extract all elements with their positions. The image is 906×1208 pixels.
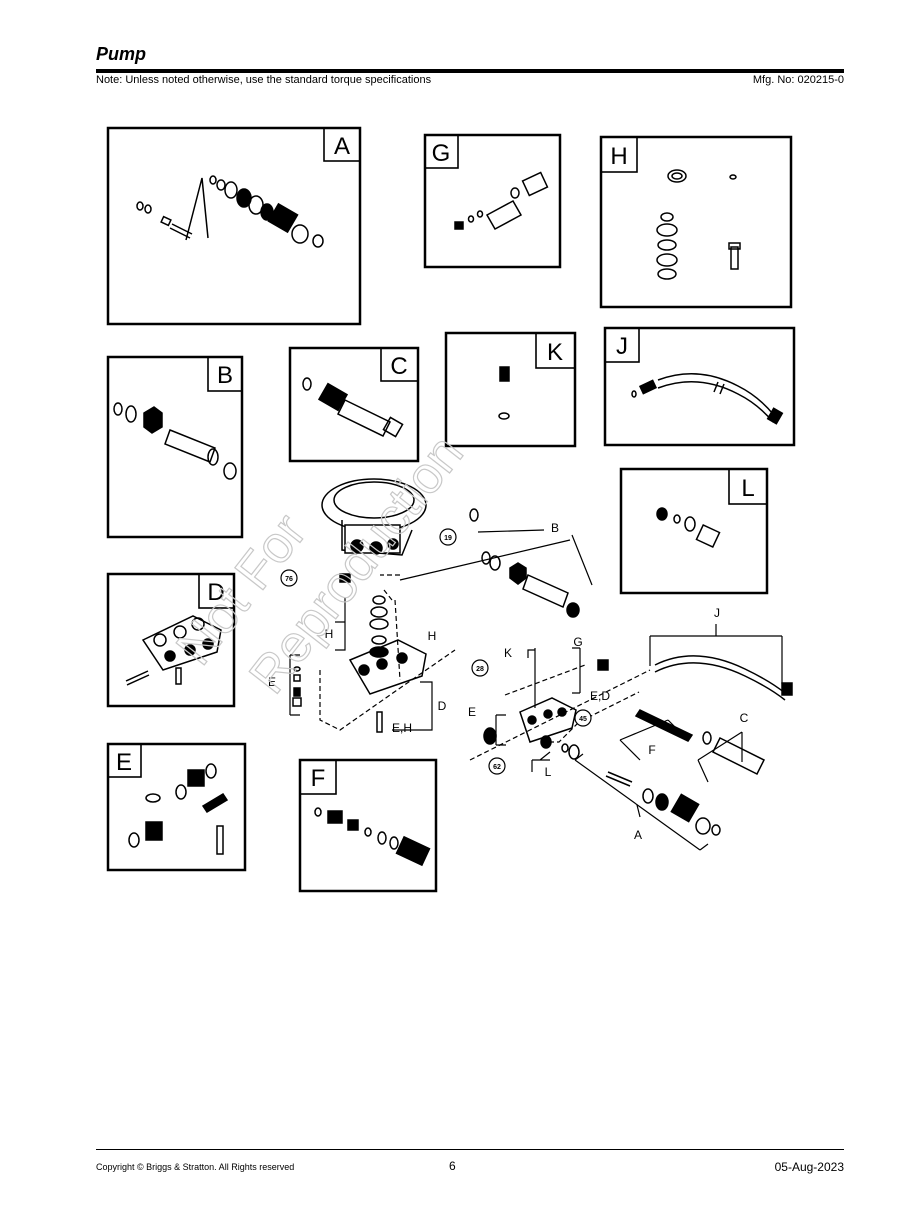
main-label-g: G: [573, 635, 582, 649]
footer-date: 05-Aug-2023: [774, 1160, 844, 1174]
inset-j-parts: [631, 373, 784, 425]
inset-e-parts: [128, 763, 229, 855]
callout-45: 45: [579, 716, 587, 723]
inset-b-parts: [113, 402, 237, 480]
main-assembly-parts: [292, 478, 793, 836]
inset-label-b: B: [217, 362, 233, 389]
main-label-h-right: H: [428, 629, 437, 643]
inset-h-parts: [656, 169, 741, 280]
pump-exploded-diagram: A G H B C K J L D E F: [106, 126, 796, 893]
footer-rule: [96, 1149, 844, 1150]
main-label-e-d: E,D: [590, 689, 610, 703]
callout-62: 62: [493, 764, 501, 771]
copyright-text: Copyright © Briggs & Stratton. All Right…: [96, 1162, 295, 1172]
torque-note: Note: Unless noted otherwise, use the st…: [96, 74, 432, 86]
main-label-e-h: E,H: [392, 721, 412, 735]
inset-label-c: C: [390, 353, 407, 380]
inset-g-parts: [454, 171, 549, 231]
inset-d-parts: [125, 615, 222, 686]
callout-76: 76: [285, 576, 293, 583]
main-label-d: D: [438, 699, 447, 713]
inset-label-e: E: [116, 749, 132, 776]
inset-a-parts: [136, 175, 324, 248]
main-label-l: L: [545, 765, 552, 779]
main-label-e-right: E: [468, 705, 476, 719]
main-label-a: A: [634, 828, 642, 842]
page-number: 6: [449, 1159, 456, 1173]
main-label-k: K: [504, 646, 512, 660]
header-rule: [96, 69, 844, 73]
inset-label-l: L: [741, 475, 754, 502]
main-label-c: C: [740, 711, 749, 725]
mfg-number: Mfg. No: 020215-0: [752, 74, 844, 86]
inset-label-k: K: [547, 339, 563, 366]
main-label-j: J: [714, 606, 720, 620]
inset-label-h: H: [610, 143, 627, 170]
inset-f-parts: [314, 807, 431, 867]
page-title: Pump: [96, 44, 147, 64]
callout-19: 19: [444, 535, 452, 542]
inset-label-f: F: [311, 765, 326, 792]
leader-lines: [289, 529, 783, 851]
inset-k-parts: [498, 366, 510, 420]
inset-c-parts: [302, 377, 404, 438]
inset-label-d: D: [207, 579, 224, 606]
inset-label-j: J: [616, 333, 628, 360]
inset-label-g: G: [432, 140, 451, 167]
callout-28: 28: [476, 666, 484, 673]
main-label-b: B: [551, 521, 559, 535]
main-label-e-left: E: [268, 675, 276, 689]
inset-label-a: A: [334, 133, 350, 160]
main-label-h-left: H: [325, 627, 334, 641]
inset-l-parts: [656, 507, 721, 549]
main-label-f: F: [648, 743, 655, 757]
